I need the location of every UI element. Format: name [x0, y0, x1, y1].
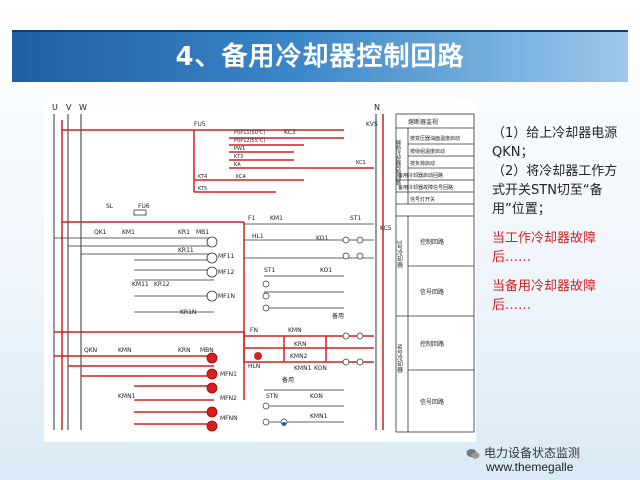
qk1-label: QK1 [94, 229, 107, 236]
cooler1-power-section [54, 237, 214, 313]
st1-label: ST1 [350, 215, 361, 222]
legend-box-7: 信号灯开关 [410, 196, 435, 203]
footer-brand: 电力设备状态监测 [466, 444, 636, 462]
kmn1-label: KMN1 [294, 365, 312, 372]
p0p12-label: P0P12(55℃) [234, 138, 266, 144]
kc1-label: KC1 [356, 160, 366, 166]
mfn1-label: MFN1 [220, 371, 237, 378]
kt5-label: KT5 [198, 186, 207, 192]
phase-u-label: U [52, 103, 58, 112]
kmn2-label: KMN2 [290, 353, 308, 360]
slide-title: 4、备用冷却器控制回路 [175, 42, 465, 72]
kr11-label: KR11 [178, 247, 194, 254]
legend-box-5: 备用冷却器启动回路 [398, 172, 443, 179]
krn-power-label: KRN [178, 347, 191, 354]
mbn-label: MBN [200, 347, 214, 354]
coolern-control-section [244, 335, 374, 363]
krn-label: KRN [294, 341, 307, 348]
phase-w-label: W [79, 103, 87, 112]
fu6-label: FU6 [138, 203, 150, 210]
coolern-terminals [262, 332, 364, 426]
hl1-label: HL1 [252, 233, 264, 240]
top-control-section [62, 129, 374, 400]
legend-box-9: 信号回路 [420, 288, 444, 296]
km11-label: KM11 [132, 281, 149, 288]
footer-url: www.themegalle [486, 460, 574, 474]
kvs-label: KVS [366, 121, 378, 128]
kr1-label: KR1 [178, 229, 190, 236]
note-case-working-fault: 当工作冷却器故障后…… [492, 231, 597, 265]
fu6-fuse [133, 209, 147, 216]
note-case-standby-fault: 当备用冷却器故障后…… [492, 279, 597, 313]
pw1-label: PW1 [234, 146, 245, 152]
kc4-label: KC4 [236, 174, 246, 180]
mb1-label: MB1 [196, 229, 209, 236]
kc5-label: KC5 [380, 225, 392, 232]
qkn-label: QKN [84, 347, 97, 354]
mf12-label: MF12 [218, 269, 234, 276]
coolern-control-lower [264, 389, 344, 423]
sl-label: SL [106, 203, 114, 210]
kc3-label: KC3 [284, 129, 296, 136]
note-step-1: （1）给上冷却器电源QKN； [492, 126, 618, 160]
footer-brand-text: 电力设备状态监测 [484, 446, 581, 460]
side-label-coolern: N号冷却器 [396, 344, 403, 374]
st1-lower-label: ST1 [264, 267, 275, 274]
km1-coil-label: KM1 [270, 215, 283, 222]
neutral-label: N [374, 103, 380, 112]
beiyong-lower-label: 备用 [282, 376, 294, 384]
hln-label: HLN [248, 363, 260, 370]
kmn-power-label: KMN [118, 347, 132, 354]
legend-box-4: 按负荷启动 [410, 160, 435, 167]
legend-box-2: 按变压器油面温度启动 [410, 135, 460, 142]
kt3-label: KT3 [234, 154, 243, 160]
kr1n-label: KR1N [180, 309, 196, 316]
mf1n-label: MF1N [218, 293, 235, 300]
mf11-label: MF11 [218, 253, 234, 260]
legend-column [395, 113, 475, 433]
hln-lamp [254, 352, 262, 360]
kt4-label: KT4 [198, 174, 207, 180]
kmn1-lower-label: KMN1 [310, 413, 328, 420]
ka-label: KA [234, 162, 241, 168]
fu5-label: FU5 [194, 121, 206, 128]
kmn-label: KMN [288, 327, 302, 334]
mfnn-label: MFNN [220, 415, 238, 422]
coolern-power-section [54, 331, 245, 425]
cooler1-terminals [262, 236, 364, 312]
kon-lower-label: KON [310, 393, 323, 400]
coolern-motors [206, 352, 218, 432]
legend-box-3: 按绕组温度启动 [410, 148, 445, 155]
stn-label: STN [266, 393, 278, 400]
km1-label: KM1 [122, 229, 135, 236]
legend-box-1: 熔断器监视 [408, 118, 438, 126]
f1-label: F1 [248, 215, 255, 222]
cooler1-control-section [244, 223, 374, 309]
ko1-label: KO1 [316, 235, 328, 242]
kmn1-power-label: KMN1 [118, 393, 136, 400]
wechat-icon [466, 448, 480, 459]
title-bar: 4、备用冷却器控制回路 [12, 30, 628, 82]
ko1-lower-label: KO1 [320, 267, 332, 274]
side-label-aux: 辅助冷却器控制回路 [395, 139, 401, 186]
cooler1-motors [206, 236, 218, 302]
blue-dot [282, 422, 286, 426]
phase-buses [53, 114, 384, 430]
beiyong-label: 备用 [332, 312, 344, 320]
kon-label: KON [314, 365, 327, 372]
side-label-cooler1: 1号冷却器 [396, 240, 403, 269]
notes-panel: （1）给上冷却器电源QKN； （2）将冷却器工作方式开关STN切至“备用”位置；… [492, 124, 624, 315]
legend-box-8: 控制回路 [420, 238, 444, 246]
circuit-svg: U V W N FU5 KVS KC3 P [52, 103, 475, 433]
fn-label: FN [250, 327, 258, 334]
p0p11-label: P0P11(50℃) [234, 130, 266, 136]
legend-box-11: 信号回路 [420, 398, 444, 406]
note-step-2: （2）将冷却器工作方式开关STN切至“备用”位置； [492, 164, 618, 217]
mfn2-label: MFN2 [220, 395, 237, 402]
kr12-label: KR12 [154, 281, 170, 288]
legend-box-10: 控制回路 [420, 340, 444, 348]
phase-v-label: V [66, 103, 72, 112]
circuit-diagram: U V W N FU5 KVS KC3 P [44, 100, 476, 442]
legend-box-6: 备用冷却器故障信号回路 [398, 184, 453, 191]
